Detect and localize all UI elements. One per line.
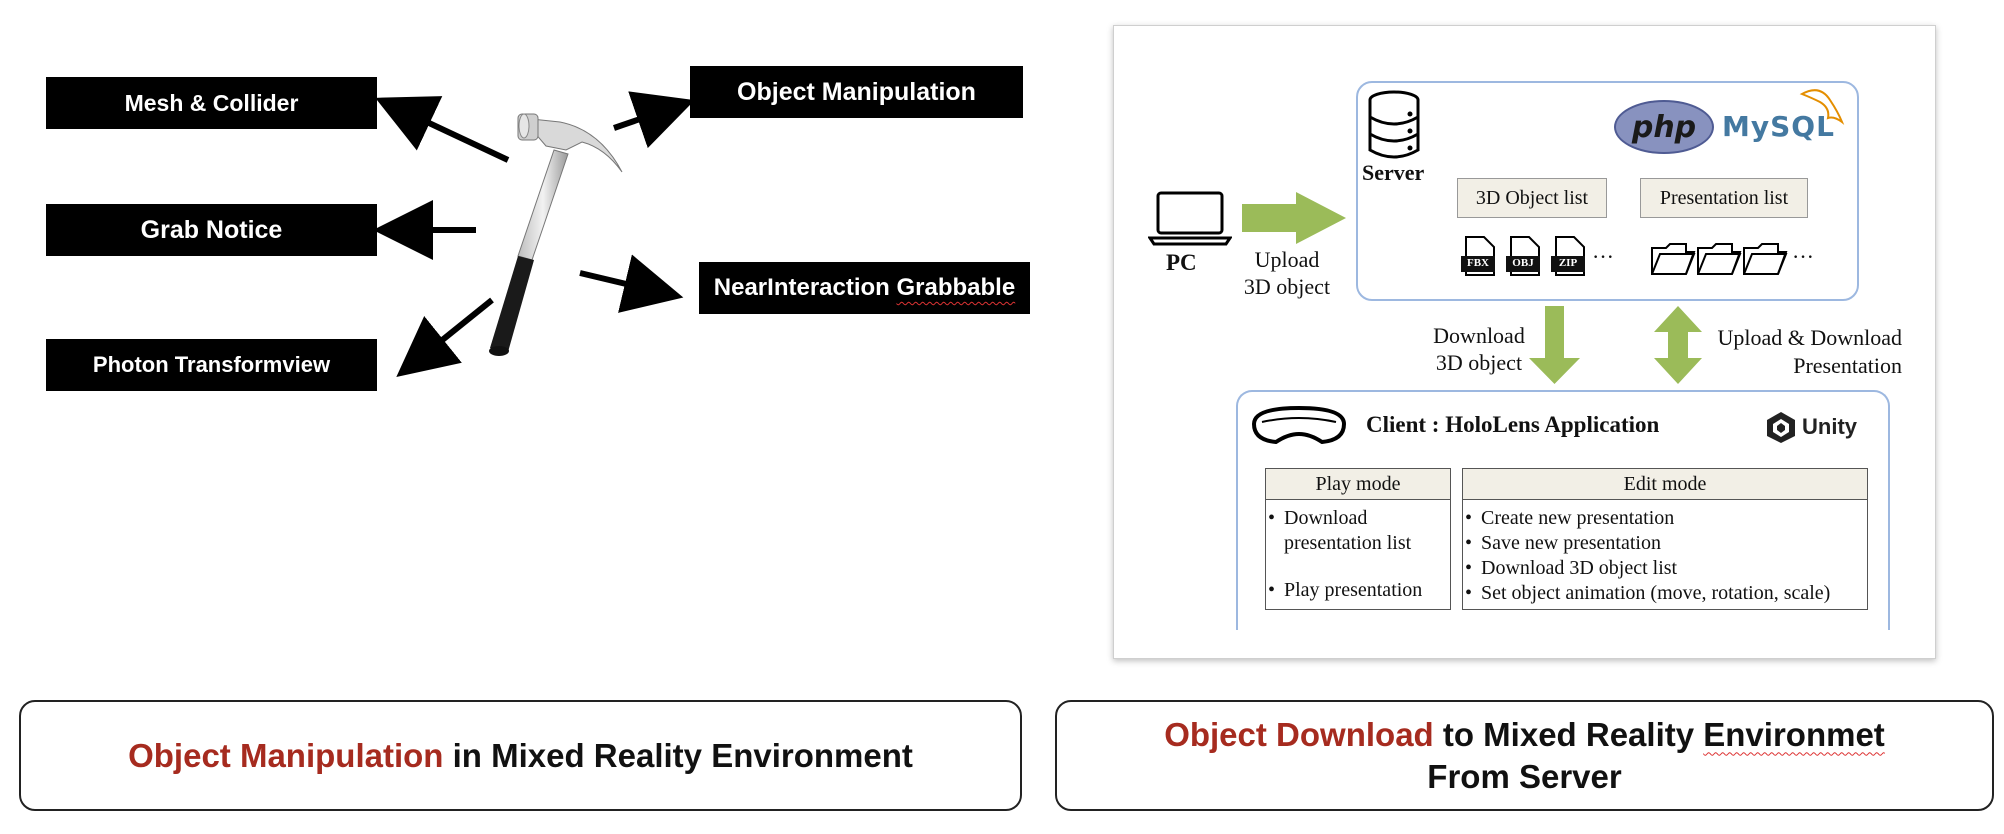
- upload-line2: 3D object: [1243, 274, 1331, 299]
- edit-mode-header: Edit mode: [1463, 469, 1867, 500]
- dolphin-icon: [1799, 89, 1845, 125]
- server-label: Server: [1362, 160, 1425, 185]
- right-caption-squiggle: Environmet: [1703, 715, 1885, 753]
- fbx-label: FBX: [1467, 257, 1489, 269]
- obj-file-icon: OBJ: [1505, 236, 1541, 276]
- label-mesh-collider: Mesh & Collider: [46, 77, 377, 129]
- green-arrows: [1242, 192, 1702, 384]
- file-ellipsis: ···: [1592, 244, 1614, 269]
- label-object-manipulation: Object Manipulation: [690, 66, 1023, 118]
- left-caption-rest: in Mixed Reality Environment: [443, 736, 913, 774]
- php-logo: php: [1614, 100, 1714, 154]
- play-mode-header: Play mode: [1266, 469, 1450, 500]
- hammer-icon: [489, 113, 623, 356]
- edit-mode-list: Create new presentation Save new present…: [1463, 500, 1867, 606]
- client-title: Client : HoloLens Application: [1366, 412, 1660, 437]
- upload-3d-text: Upload 3D object: [1236, 246, 1338, 300]
- updown-line2: Presentation: [1793, 353, 1902, 378]
- upload-arrow: [1242, 192, 1346, 244]
- right-caption-line2: From Server: [1427, 757, 1622, 795]
- arrow-to-photon: [396, 297, 494, 378]
- edit-item: Save new presentation: [1463, 531, 1867, 556]
- download-arrow: [1529, 306, 1580, 384]
- mysql-logo-text: MySQL: [1722, 110, 1835, 143]
- hololens-icon: [1251, 405, 1347, 445]
- right-caption-card: Object Download to Mixed Reality Environ…: [1055, 700, 1994, 811]
- play-mode-box: Play mode Download presentation list Pla…: [1265, 468, 1451, 610]
- label-mesh-collider-text: Mesh & Collider: [124, 89, 299, 116]
- zip-label: ZIP: [1558, 257, 1578, 269]
- unity-logo: Unity: [1764, 410, 1857, 444]
- mysql-logo: MySQL: [1722, 110, 1835, 143]
- folder-icon: [1697, 243, 1742, 275]
- right-caption-line1: Object Download to Mixed Reality Environ…: [1164, 714, 1885, 756]
- label-grab-notice: Grab Notice: [46, 204, 377, 256]
- download-line2: 3D object: [1435, 350, 1523, 375]
- play-mode-list: Download presentation list Play presenta…: [1266, 500, 1450, 603]
- play-item: Play presentation: [1266, 578, 1450, 603]
- edit-item: Set object animation (move, rotation, sc…: [1463, 581, 1867, 606]
- label-near-prefix: NearInteraction: [713, 274, 897, 301]
- edit-item: Create new presentation: [1463, 506, 1867, 531]
- right-caption-highlight: Object Download: [1164, 715, 1434, 753]
- label-near-text: NearInteraction Grabbable: [714, 274, 1015, 302]
- label-grab-notice-text: Grab Notice: [140, 215, 283, 244]
- label-photon-transformview: Photon Transformview: [46, 339, 377, 391]
- folder-icon: [1743, 243, 1788, 275]
- unity-cube-icon: [1767, 412, 1795, 443]
- arrow-to-manip: [613, 91, 695, 149]
- edit-item: Download 3D object list: [1463, 556, 1867, 581]
- updown-arrow: [1654, 306, 1702, 384]
- left-caption-highlight: Object Manipulation: [128, 736, 444, 774]
- label-photon-text: Photon Transformview: [92, 352, 331, 377]
- folder-icon: [1651, 243, 1696, 275]
- php-logo-text: php: [1631, 109, 1697, 145]
- arrow-to-mesh: [375, 96, 510, 163]
- label-nearinteraction-grabbable: NearInteraction Grabbable: [699, 262, 1030, 314]
- unity-logo-text: Unity: [1802, 414, 1857, 439]
- arrow-to-near: [579, 254, 684, 313]
- label-object-manipulation-text: Object Manipulation: [737, 77, 976, 106]
- edit-mode-box: Edit mode Create new presentation Save n…: [1462, 468, 1868, 610]
- left-caption-card: Object Manipulation in Mixed Reality Env…: [19, 700, 1022, 811]
- object-list-tag: 3D Object list: [1457, 178, 1607, 218]
- right-caption-rest: to Mixed Reality: [1433, 715, 1704, 753]
- download-3d-text: Download 3D object: [1424, 322, 1534, 376]
- zip-file-icon: ZIP: [1550, 236, 1586, 276]
- pc-label: PC: [1166, 250, 1197, 275]
- label-near-suffix: Grabbable: [896, 274, 1016, 301]
- fbx-file-icon: FBX: [1460, 236, 1496, 276]
- updown-line1: Upload & Download: [1717, 325, 1902, 350]
- download-line1: Download: [1433, 323, 1525, 348]
- folder-ellipsis: ···: [1792, 244, 1814, 269]
- database-icon: [1368, 90, 1420, 159]
- left-caption-text: Object Manipulation in Mixed Reality Env…: [128, 735, 913, 777]
- upload-line1: Upload: [1254, 247, 1320, 272]
- presentation-list-tag: Presentation list: [1640, 178, 1808, 218]
- obj-label: OBJ: [1512, 257, 1534, 269]
- laptop-icon: [1148, 191, 1232, 246]
- updown-presentation-text: Upload & Download Presentation: [1696, 324, 1902, 380]
- play-item: Download presentation list: [1266, 506, 1450, 556]
